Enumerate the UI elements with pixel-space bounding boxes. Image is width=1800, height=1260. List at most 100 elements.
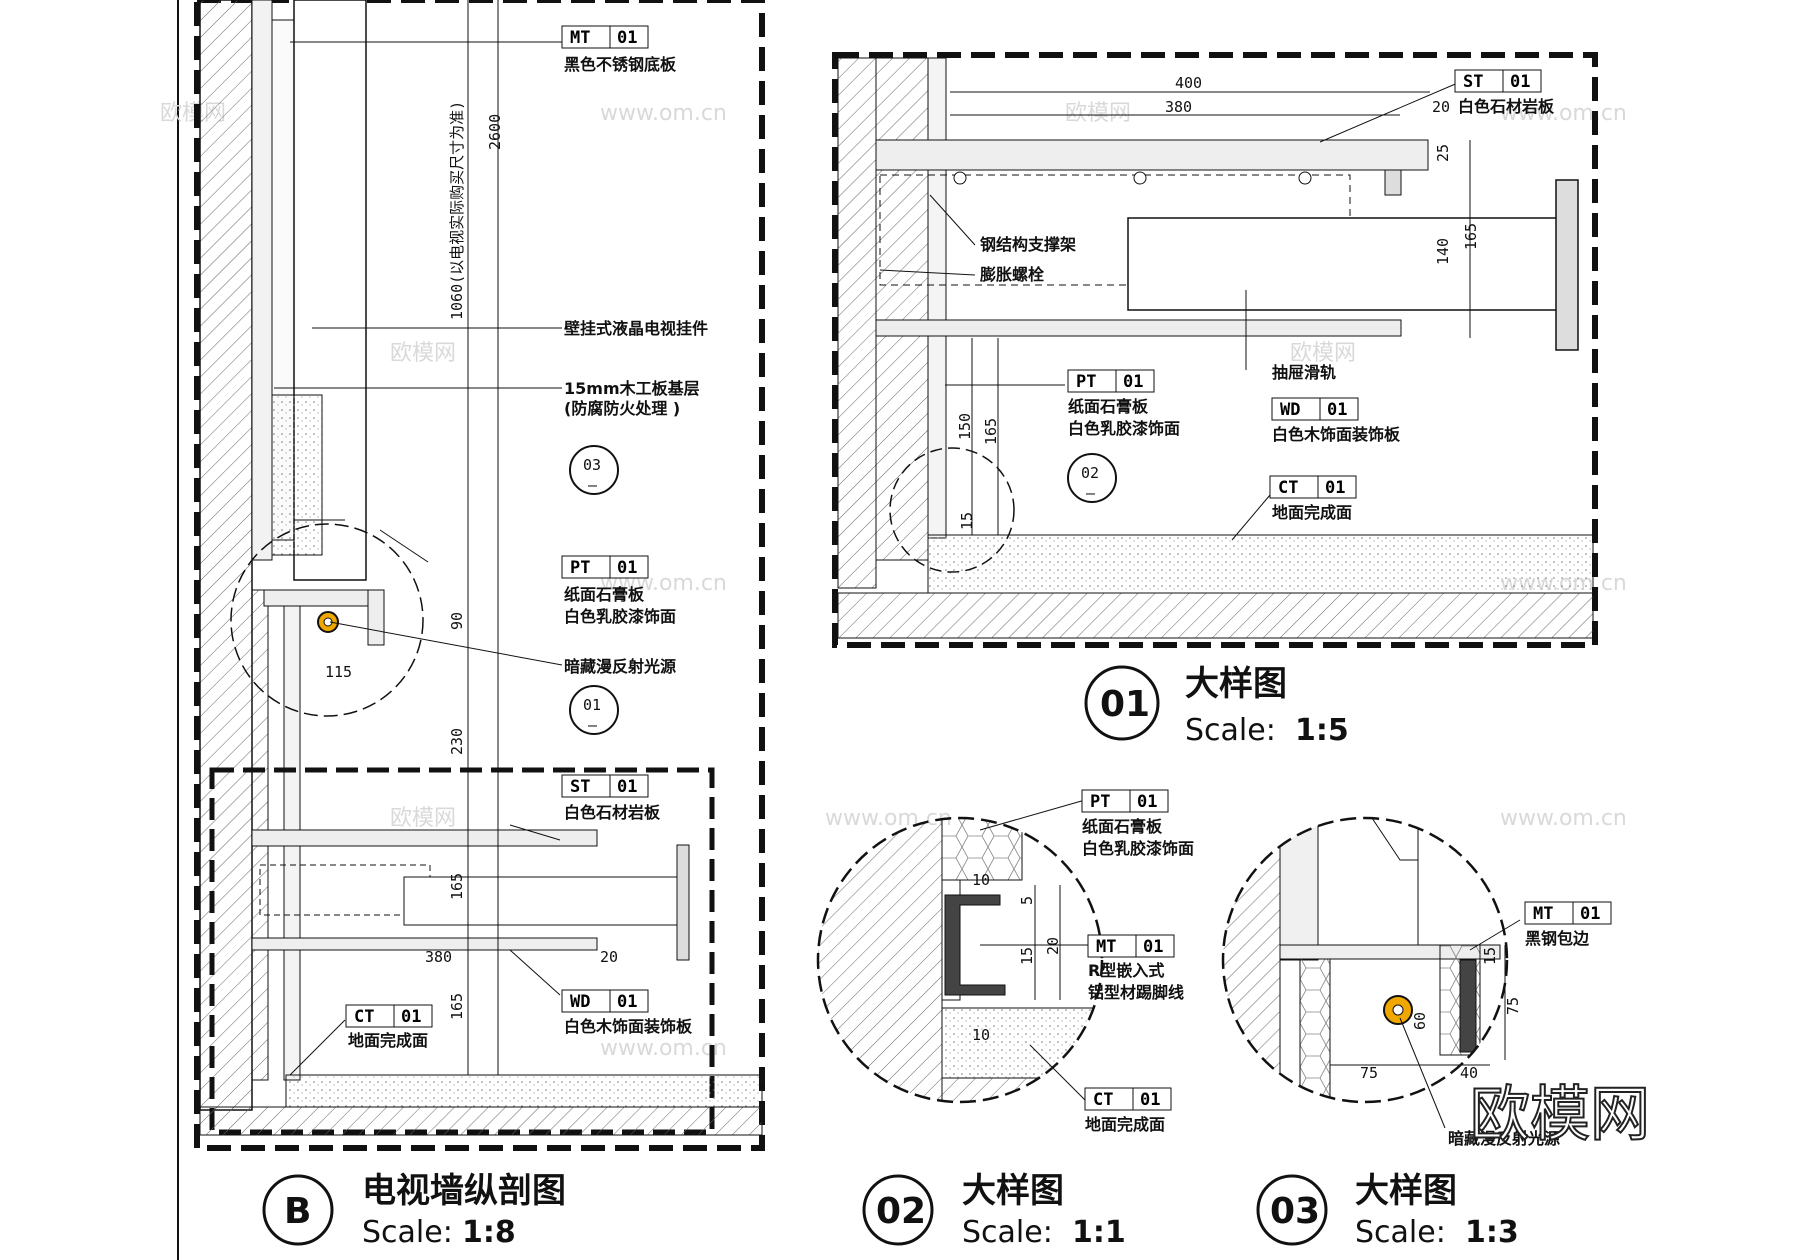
tag-pt-01: PT 01 纸面石膏板 白色乳胶漆饰面	[561, 555, 676, 626]
floor-screed	[285, 1074, 763, 1108]
dim-15: 15	[958, 512, 976, 530]
detail-01-callout-frame	[209, 767, 715, 1135]
stone-top-panel	[875, 139, 1429, 171]
tag-wd-01: WD 01 白色木饰面装饰板	[561, 989, 693, 1036]
label-concealed-light: 暗藏漫反射光源	[1448, 1129, 1560, 1148]
svg-text:R型嵌入式: R型嵌入式	[1088, 961, 1164, 980]
watermark-text: www.om.cn	[600, 101, 727, 126]
svg-text:白色木饰面装饰板: 白色木饰面装饰板	[1272, 425, 1401, 444]
svg-text:CT: CT	[1093, 1090, 1113, 1110]
svg-text:MT: MT	[1096, 937, 1116, 957]
detail-03-boundary	[1221, 816, 1509, 1104]
svg-text:02: 02	[1081, 464, 1099, 482]
svg-text:01: 01	[617, 992, 637, 1012]
dim-165: 165	[448, 873, 466, 900]
tag-mt-01: MT 01 黑色不锈钢底板	[561, 25, 677, 74]
dim-1060: 1060(以电视实际购买尺寸为准)	[448, 101, 466, 320]
svg-text:PT: PT	[1076, 372, 1096, 392]
floor-slab	[199, 1106, 763, 1136]
ref-circle-02: 02 —	[1067, 453, 1117, 503]
wood-base-layer	[251, 0, 273, 561]
steel-support-frame	[879, 174, 1351, 286]
dim-165: 165	[982, 418, 1000, 445]
label-tv-mount: 壁挂式液晶电视挂件	[564, 319, 708, 338]
dim-380: 380	[425, 948, 452, 966]
section-b-title: 电视墙纵剖图	[362, 1171, 566, 1211]
dim-25: 25	[1434, 144, 1452, 162]
detail-03-title: 大样图	[1355, 1171, 1457, 1211]
dim-380: 380	[1165, 98, 1192, 116]
svg-text:地面完成面: 地面完成面	[1085, 1115, 1165, 1134]
dim-10: 10	[972, 1026, 990, 1044]
dim-2600: 2600	[486, 114, 504, 150]
watermark-text: 欧模网	[1065, 101, 1131, 126]
section-b-scale: 1:8	[462, 1215, 516, 1250]
svg-text:01: 01	[617, 777, 637, 797]
svg-text:01: 01	[1510, 72, 1530, 92]
svg-text:Scale:: Scale:	[362, 1215, 453, 1250]
watermark-text: www.om.cn	[1500, 806, 1627, 831]
floor-screed	[941, 1007, 1102, 1079]
svg-text:PT: PT	[570, 558, 590, 578]
svg-text:01: 01	[1140, 1090, 1160, 1110]
svg-text:03: 03	[583, 456, 601, 474]
tag-pt-01: PT 01 纸面石膏板 白色乳胶漆饰面	[1081, 789, 1194, 858]
tag-pt-01: PT 01 纸面石膏板 白色乳胶漆饰面	[1067, 369, 1180, 438]
svg-text:铝型材踢脚线: 铝型材踢脚线	[1088, 983, 1184, 1002]
detail-03-callout-circle	[230, 523, 424, 717]
drawer-front	[676, 844, 690, 961]
detail-marker-01: 01	[1100, 684, 1150, 725]
black-steel-edge	[1459, 959, 1477, 1053]
svg-text:01: 01	[1325, 478, 1345, 498]
dim-90: 90	[448, 612, 466, 630]
dim-40: 40	[1460, 1064, 1478, 1082]
tv-panel	[1317, 818, 1419, 946]
section-b-labels: MT 01 黑色不锈钢底板 壁挂式液晶电视挂件 15mm木工板基层 (防腐防火处…	[345, 25, 708, 1050]
svg-text:白色乳胶漆饰面: 白色乳胶漆饰面	[1082, 839, 1194, 858]
svg-text:纸面石膏板: 纸面石膏板	[1082, 817, 1163, 836]
svg-text:地面完成面: 地面完成面	[1272, 503, 1352, 522]
svg-text:MT: MT	[1533, 904, 1553, 924]
watermark-text: www.om.cn	[1500, 101, 1627, 126]
detail-01-scale: 1:5	[1295, 713, 1349, 748]
svg-text:CT: CT	[1278, 478, 1298, 498]
tag-st-01: ST 01 白色石材岩板	[561, 774, 661, 822]
concrete-wall	[199, 0, 253, 1111]
watermark-text: www.om.cn	[600, 1036, 727, 1061]
svg-text:01: 01	[583, 696, 601, 714]
svg-text:01: 01	[1580, 904, 1600, 924]
detail-01-drawing: 400 380 20 25 165 140 150 165 15	[832, 52, 1598, 648]
detail-03-drawing: 15 75 60 75 40	[1221, 816, 1522, 1129]
detail-02-labels: PT 01 纸面石膏板 白色乳胶漆饰面 MT 01 R型嵌入式 铝型材踢脚线 C…	[1081, 789, 1194, 1134]
detail-01-labels: ST 01 白色石材岩板 钢结构支撑架 膨胀螺栓 抽屉滑轨 PT 01 纸面石膏…	[980, 69, 1555, 522]
tag-wd-01: WD 01 白色木饰面装饰板	[1271, 397, 1401, 444]
detail-01-title-block: 01 大样图 Scale: 1:5	[1084, 664, 1349, 748]
dim-165: 165	[1462, 223, 1480, 250]
svg-text:白色石材岩板: 白色石材岩板	[564, 803, 661, 822]
svg-text:白色木饰面装饰板: 白色木饰面装饰板	[564, 1017, 693, 1036]
dim-230: 230	[448, 728, 466, 755]
section-b-frame	[194, 0, 765, 1151]
detail-03-labels: MT 01 黑钢包边 暗藏漫反射光源	[1448, 901, 1612, 1148]
detail-02-title: 大样图	[962, 1171, 1064, 1211]
watermark-text: 欧模网	[1290, 341, 1356, 366]
floor-slab	[837, 592, 1594, 639]
section-b-title-block: B 电视墙纵剖图 Scale: 1:8	[262, 1171, 566, 1250]
detail-02-title-block: 02 大样图 Scale: 1:1	[862, 1171, 1126, 1250]
dim-140: 140	[1434, 238, 1452, 265]
dim-60: 60	[1411, 1012, 1429, 1030]
floor-screed	[927, 534, 1594, 594]
svg-text:—: —	[588, 716, 598, 734]
tag-ct-01: CT 01 地面完成面	[1084, 1087, 1172, 1134]
svg-text:MT: MT	[570, 28, 590, 48]
ref-circle-03: 03 —	[569, 445, 619, 495]
lower-shelf	[875, 319, 1402, 337]
label-concealed-light: 暗藏漫反射光源	[564, 657, 676, 676]
svg-text:ST: ST	[1463, 72, 1483, 92]
ref-circle-01: 01 —	[569, 685, 619, 735]
plaster-board	[941, 818, 1023, 881]
detail-01-title: 大样图	[1185, 664, 1287, 704]
section-marker-b: B	[284, 1191, 311, 1232]
detail-02-boundary	[816, 816, 1104, 1104]
